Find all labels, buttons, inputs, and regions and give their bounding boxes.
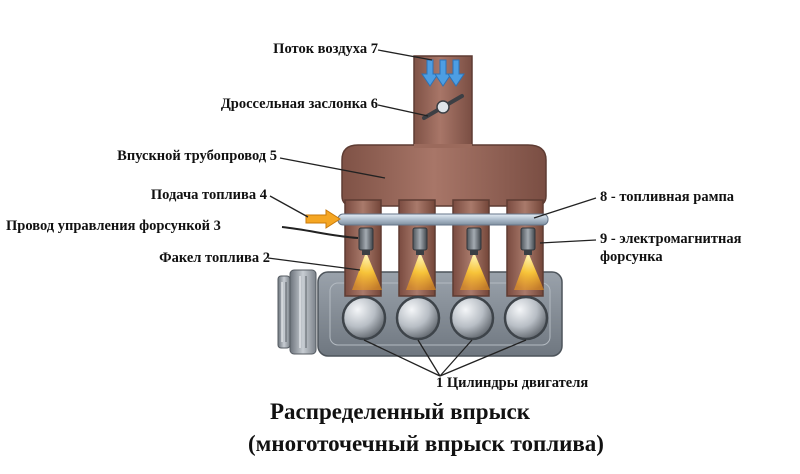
label-fuel-spray: Факел топлива 2	[159, 250, 270, 266]
fuel-supply-arrow	[305, 209, 341, 229]
fuel-sprays	[352, 252, 544, 290]
label-cylinders: 1 Цилиндры двигателя	[436, 375, 589, 391]
label-injector-line2: форсунка	[600, 249, 663, 265]
label-airflow: Поток воздуха 7	[273, 41, 378, 57]
throttle-valve	[422, 94, 464, 120]
fuel-rail	[337, 213, 549, 226]
label-manifold: Впускной трубопровод 5	[117, 148, 277, 164]
airflow-arrows	[421, 59, 465, 87]
leader-lines	[267, 49, 597, 377]
cylinders	[341, 295, 549, 341]
label-injector-wire: Провод управления форсункой 3	[6, 218, 221, 234]
intake-manifold	[341, 55, 547, 207]
injector-wire	[281, 226, 359, 239]
label-fuel-rail: 8 - топливная рампа	[600, 189, 735, 205]
caption-title: Распределенный впрыск	[269, 399, 530, 424]
label-injector-line1: 9 - электромагнитная	[600, 231, 742, 247]
caption-subtitle: (многоточечный впрыск топлива)	[248, 431, 604, 456]
fuel-injectors	[358, 227, 536, 255]
label-fuel-supply: Подача топлива 4	[150, 187, 267, 203]
label-throttle: Дроссельная заслонка 6	[220, 96, 378, 112]
flywheel	[277, 269, 317, 355]
